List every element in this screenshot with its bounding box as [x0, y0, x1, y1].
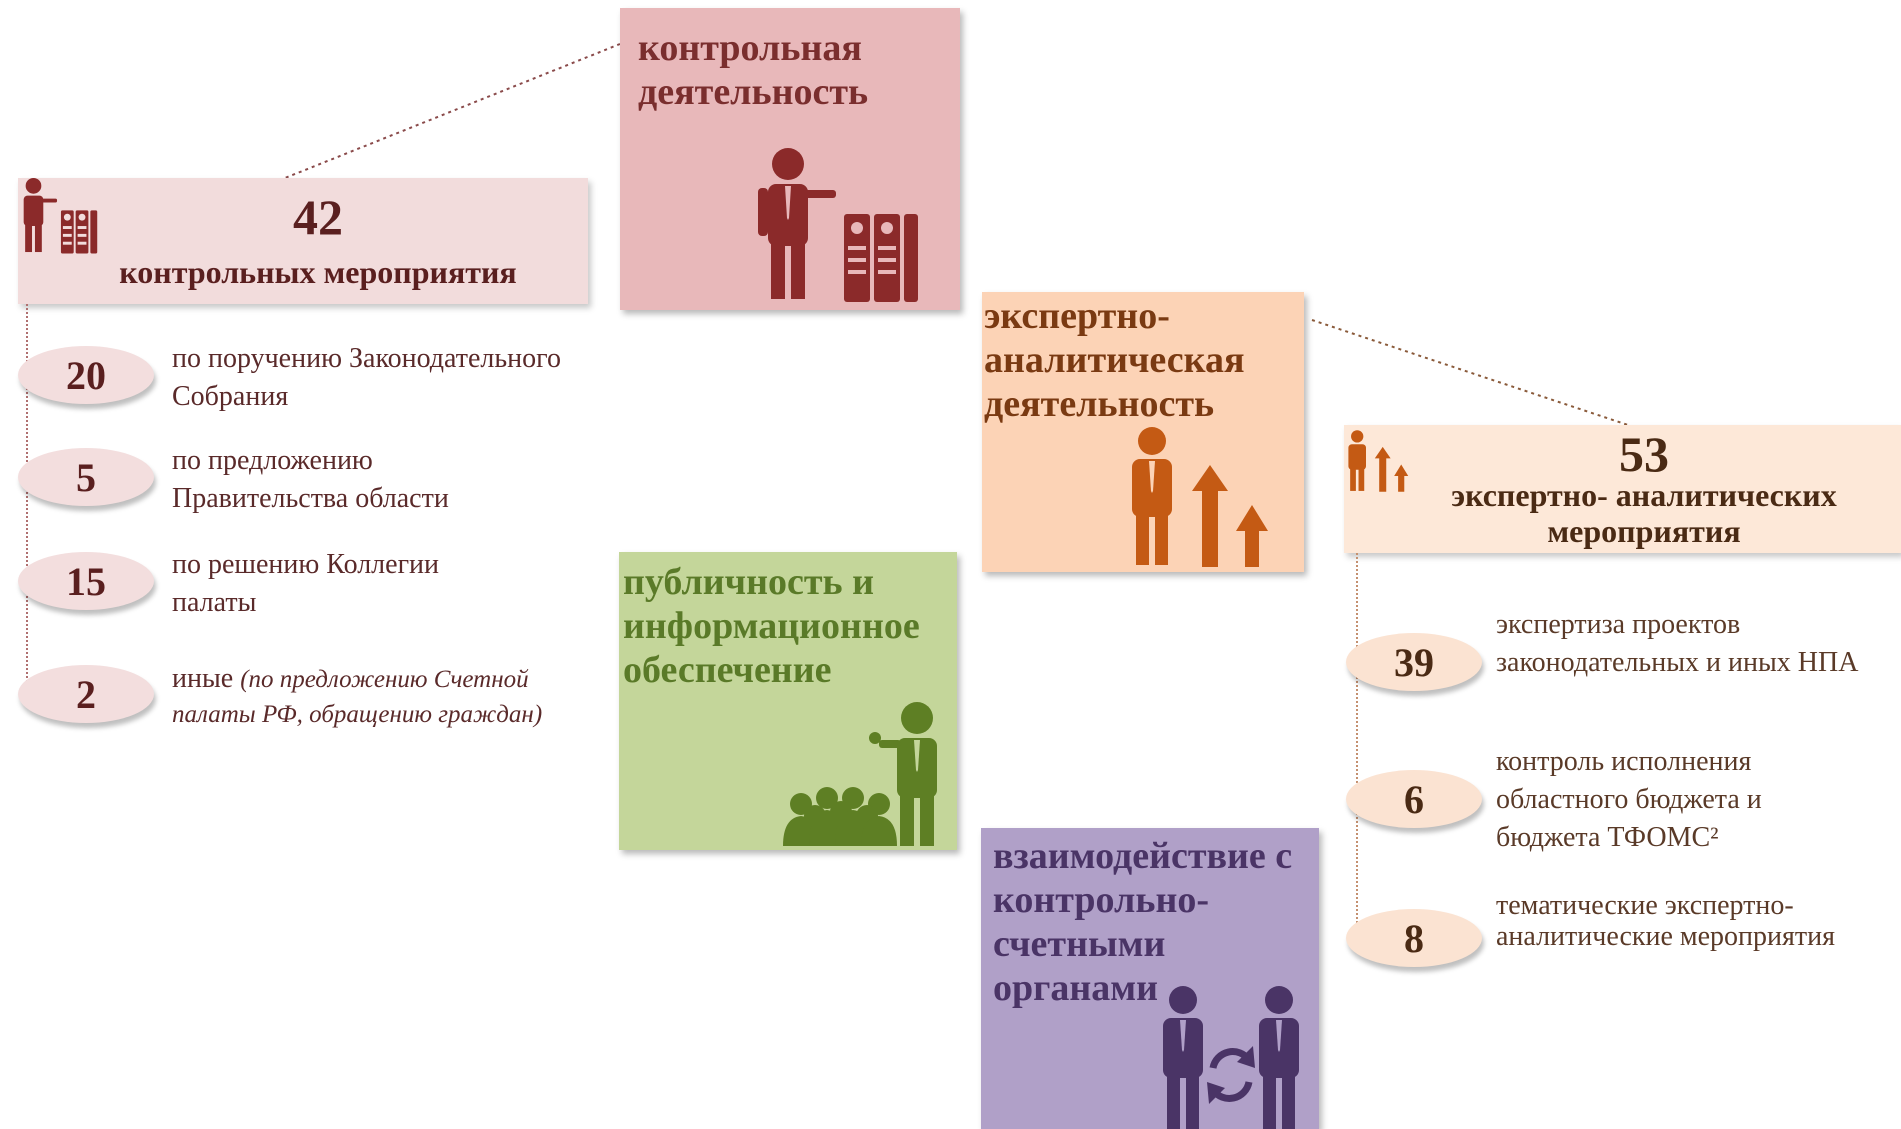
right-item-value-0: 39: [1346, 633, 1482, 691]
tile-control-activity: контрольная деятельность: [620, 8, 960, 310]
two-people-exchange-icon: [1163, 986, 1299, 1129]
tile-control-title: контрольная деятельность: [638, 27, 869, 113]
left-item-text-3-main: иные: [172, 663, 234, 694]
connector-control: [284, 43, 621, 179]
tile-expert-activity: экспертно-аналитическая деятельность: [982, 292, 1304, 572]
left-item-text-0: по поручению Законодательного Собрания: [172, 343, 561, 412]
right-item-text-1: контроль исполнения областного бюджета и…: [1496, 746, 1762, 853]
tile-expert-title: экспертно-аналитическая деятельность: [984, 295, 1245, 425]
left-item-text-2: по решению Коллегии палаты: [172, 549, 440, 618]
expert-events-header: 53 экспертно- аналитических мероприятия: [1344, 425, 1901, 553]
speaker-with-audience-icon: [783, 702, 937, 846]
expert-events-label: экспертно- аналитических мероприятия: [1451, 477, 1837, 549]
right-item-value-1: 6: [1346, 770, 1482, 828]
right-item-text-0: экспертиза проектов законодательных и ин…: [1496, 609, 1859, 678]
left-item-text-3-note: (по предложению Счетной палаты РФ, обращ…: [172, 666, 543, 728]
left-item-value-2: 15: [18, 552, 154, 610]
right-item-value-2: 8: [1346, 909, 1482, 967]
left-item-value-1: 5: [18, 448, 154, 506]
person-with-growth-arrows-icon: [1348, 430, 1409, 492]
left-item-value-0: 20: [18, 346, 154, 404]
tile-publicity-title: публичность и информационное обеспечение: [623, 561, 920, 691]
right-dotted-guide: [1356, 553, 1358, 923]
left-item-text-3: иные (по предложению Счетной палаты РФ, …: [172, 662, 592, 732]
left-dotted-guide: [26, 304, 28, 686]
control-events-header: 42 контрольных мероприятия: [18, 178, 588, 304]
control-events-label: контрольных мероприятия: [119, 254, 517, 290]
tile-publicity: публичность и информационное обеспечение: [619, 552, 957, 850]
connector-expert: [1311, 319, 1629, 426]
left-item-value-3: 2: [18, 665, 154, 723]
left-item-text-1: по предложению Правительства области: [172, 445, 449, 514]
control-events-count: 42: [293, 189, 343, 245]
presenter-with-binders-icon: [758, 148, 918, 302]
tile-interaction-title: взаимодействие с контрольно-счетными орг…: [993, 835, 1293, 1009]
person-with-growth-arrows-icon: [1132, 427, 1268, 567]
right-item-text-2: тематические экспертно-аналитические мер…: [1496, 890, 1836, 952]
tile-interaction: взаимодействие с контрольно-счетными орг…: [981, 828, 1319, 1129]
expert-events-count: 53: [1619, 426, 1669, 482]
presenter-with-binders-icon: [23, 178, 98, 254]
